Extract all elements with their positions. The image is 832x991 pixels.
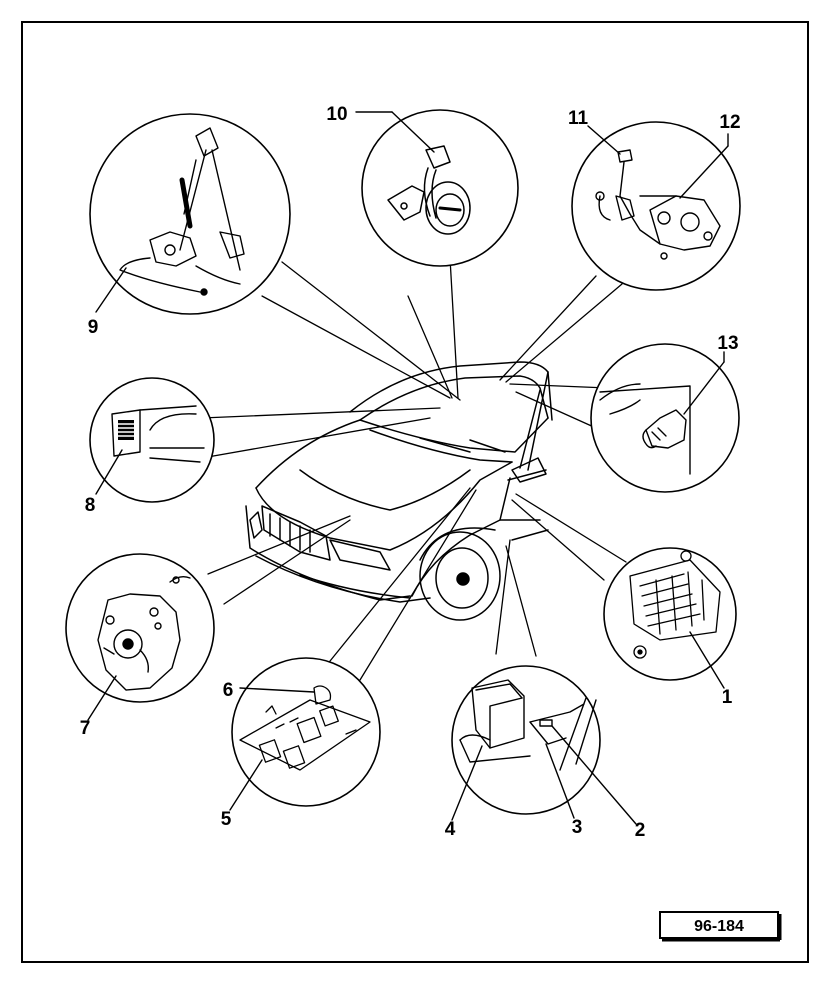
leader-lines xyxy=(201,257,627,681)
callout-8: 8 xyxy=(85,495,96,516)
lock-motor-icon xyxy=(571,121,741,291)
callout-5: 5 xyxy=(221,809,232,830)
switch-icon xyxy=(89,377,215,503)
callout-13: 13 xyxy=(717,333,738,354)
window-regulator-icon xyxy=(89,113,291,315)
ignition-lock-icon xyxy=(361,109,519,267)
callout-7: 7 xyxy=(80,718,91,739)
callout-1: 1 xyxy=(722,687,733,708)
relay-carrier-panel-icon xyxy=(603,547,737,681)
callout-3: 3 xyxy=(572,817,583,838)
figure-id: 96-184 xyxy=(694,918,744,935)
connector-icon xyxy=(590,343,740,493)
figure-id-box: 96-184 xyxy=(659,911,782,942)
relay-plate-icon xyxy=(231,657,381,807)
callout-leaders xyxy=(87,111,729,825)
callout-2: 2 xyxy=(635,820,646,841)
callout-12: 12 xyxy=(719,112,740,133)
callout-4: 4 xyxy=(445,819,456,840)
callout-6: 6 xyxy=(223,680,234,701)
callout-labels: 1 2 3 4 5 6 7 8 9 10 11 12 13 xyxy=(80,104,741,841)
alternator-icon xyxy=(65,553,215,703)
callout-9: 9 xyxy=(88,317,99,338)
car-icon xyxy=(245,361,553,621)
callout-11: 11 xyxy=(568,108,589,129)
control-unit-box-icon xyxy=(451,665,601,815)
outer-frame xyxy=(21,21,809,963)
callout-10: 10 xyxy=(326,104,347,125)
